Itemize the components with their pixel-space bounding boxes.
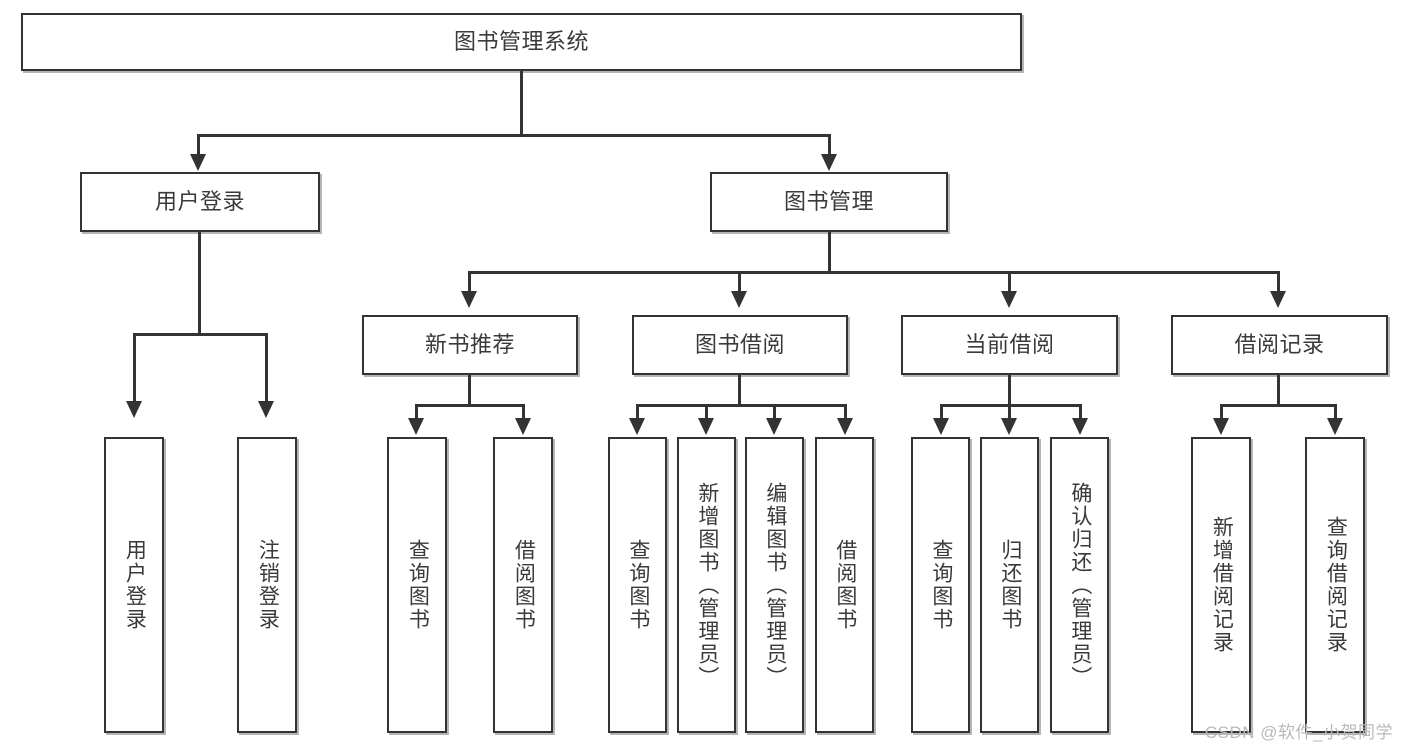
connector-new-book-bus [415,404,525,407]
connector-current-borrow-bus [940,404,1082,407]
arrow-book-manage-to-new-book [461,291,477,308]
connector-book-borrow-bus [636,404,847,407]
node-current-borrow[interactable]: 当前借阅 [901,315,1118,375]
node-book-management[interactable]: 图书管理 [710,172,948,232]
connector-book-borrow-drop-4 [844,404,847,422]
connector-borrow-record-bus [1220,404,1337,407]
connector-book-manage-drop-3 [1008,271,1011,295]
connector-new-book-stem [468,375,471,407]
leaf-new-book-query-book[interactable]: 查询图书 [387,437,447,733]
leaf-current-borrow-return-book[interactable]: 归还图书 [980,437,1039,733]
leaf-borrow-record-add-record[interactable]: 新增借阅记录 [1191,437,1251,733]
node-user-login[interactable]: 用户登录 [80,172,320,232]
connector-current-borrow-drop-3 [1079,404,1082,422]
arrow-current-borrow-to-return [1001,418,1017,435]
arrow-user-login-to-login [126,401,142,418]
connector-user-login-drop-1 [133,333,136,405]
arrow-book-manage-to-borrow [731,291,747,308]
arrow-borrow-record-to-add [1213,418,1229,435]
arrow-root-to-user-login [190,154,206,171]
arrow-user-login-to-logout [258,401,274,418]
watermark-text: CSDN @软件_小贺同学 [1204,723,1393,742]
connector-root-to-book-manage [828,134,831,158]
arrow-book-borrow-to-add [698,418,714,435]
connector-book-manage-stem [828,232,831,274]
arrow-book-borrow-to-query [629,418,645,435]
connector-root-stem [520,71,523,134]
leaf-borrow-record-query-record[interactable]: 查询借阅记录 [1305,437,1365,733]
connector-book-borrow-drop-2 [705,404,708,422]
connector-book-manage-drop-4 [1277,271,1280,295]
connector-current-borrow-drop-1 [940,404,943,422]
leaf-user-login[interactable]: 用户登录 [104,437,164,733]
arrow-book-borrow-to-edit [766,418,782,435]
arrow-new-book-to-query [408,418,424,435]
leaf-book-borrow-query-book[interactable]: 查询图书 [608,437,667,733]
arrow-current-borrow-to-query [933,418,949,435]
connector-root-bus [197,134,831,137]
arrow-current-borrow-to-confirm [1072,418,1088,435]
leaf-user-logout[interactable]: 注销登录 [237,437,297,733]
connector-borrow-record-drop-1 [1220,404,1223,422]
arrow-book-manage-to-record [1270,291,1286,308]
connector-book-borrow-stem [738,375,741,407]
connector-user-login-bus [133,333,268,336]
leaf-current-borrow-query-book[interactable]: 查询图书 [911,437,970,733]
connector-new-book-drop-1 [415,404,418,422]
connector-book-borrow-drop-3 [773,404,776,422]
connector-book-manage-bus [468,271,1280,274]
arrow-root-to-book-manage [821,154,837,171]
leaf-book-borrow-add-book[interactable]: 新增图书（管理员） [677,437,736,733]
arrow-borrow-record-to-query [1327,418,1343,435]
connector-borrow-record-stem [1277,375,1280,407]
leaf-current-borrow-confirm-return[interactable]: 确认归还（管理员） [1050,437,1109,733]
leaf-new-book-borrow-book[interactable]: 借阅图书 [493,437,553,733]
node-book-borrow[interactable]: 图书借阅 [632,315,848,375]
connector-current-borrow-drop-2 [1008,404,1011,422]
node-borrow-record[interactable]: 借阅记录 [1171,315,1388,375]
connector-book-manage-drop-1 [468,271,471,295]
connector-root-to-user-login [197,134,200,158]
connector-user-login-stem [198,232,201,336]
node-new-book-recommend[interactable]: 新书推荐 [362,315,578,375]
connector-book-borrow-drop-1 [636,404,639,422]
arrow-book-manage-to-current [1001,291,1017,308]
arrow-new-book-to-borrow [515,418,531,435]
node-root-system[interactable]: 图书管理系统 [21,13,1022,71]
connector-current-borrow-stem [1008,375,1011,407]
arrow-book-borrow-to-lend [837,418,853,435]
leaf-book-borrow-lend-book[interactable]: 借阅图书 [815,437,874,733]
connector-book-manage-drop-2 [738,271,741,295]
connector-borrow-record-drop-2 [1334,404,1337,422]
connector-user-login-drop-2 [265,333,268,405]
connector-new-book-drop-2 [522,404,525,422]
leaf-book-borrow-edit-book[interactable]: 编辑图书（管理员） [745,437,804,733]
